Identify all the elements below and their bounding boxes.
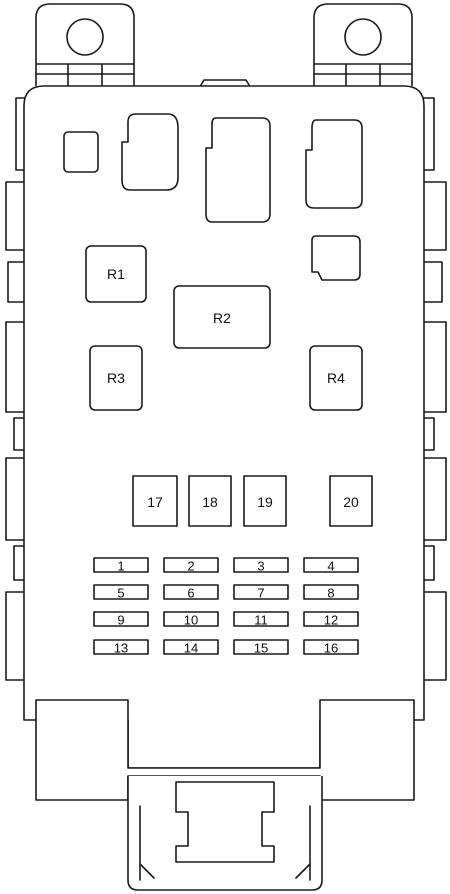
mini-fuse-7: 7 <box>233 584 289 601</box>
relay-r2: R2 <box>173 285 271 349</box>
mini-fuse-6: 6 <box>163 584 219 601</box>
large-fuse-20: 20 <box>329 475 373 527</box>
relay-r1-label: R1 <box>107 266 125 282</box>
mini-fuse-15-label: 15 <box>254 641 268 656</box>
large-fuse-18: 18 <box>188 475 232 527</box>
mini-fuse-2-label: 2 <box>187 559 194 574</box>
large-fuse-17: 17 <box>132 475 178 527</box>
mini-fuse-1-label: 1 <box>117 559 124 574</box>
large-fuse-20-label: 20 <box>343 494 359 510</box>
mini-fuse-10-label: 10 <box>184 613 198 628</box>
mini-fuse-1: 1 <box>93 557 149 574</box>
mini-fuse-12: 12 <box>303 611 359 628</box>
mini-fuse-7-label: 7 <box>257 586 264 601</box>
relay-r1: R1 <box>85 245 147 303</box>
relay-r2-label: R2 <box>213 310 231 326</box>
mini-fuse-5-label: 5 <box>117 586 124 601</box>
mini-fuse-11: 11 <box>233 611 289 628</box>
large-fuse-19-label: 19 <box>257 494 273 510</box>
mini-fuse-8: 8 <box>303 584 359 601</box>
mini-fuse-14: 14 <box>163 639 219 656</box>
left-mounting-ear <box>35 3 135 87</box>
mini-fuse-16: 16 <box>303 639 359 656</box>
mini-fuse-10: 10 <box>163 611 219 628</box>
mini-fuse-9: 9 <box>93 611 149 628</box>
relay-r3-label: R3 <box>107 370 125 386</box>
mini-fuse-12-label: 12 <box>324 613 338 628</box>
relay-r4: R4 <box>309 345 363 411</box>
large-fuse-18-label: 18 <box>202 494 218 510</box>
fuse-box-body <box>23 85 425 769</box>
mini-fuse-grid: 1 2 3 4 5 6 7 8 9 10 11 12 13 14 15 16 <box>93 557 359 656</box>
mini-fuse-13-label: 13 <box>114 641 128 656</box>
bottom-connector <box>35 699 415 891</box>
right-mounting-ear <box>313 3 413 87</box>
unlabeled-sockets <box>63 113 363 281</box>
mini-fuse-8-label: 8 <box>327 586 334 601</box>
relay-r4-label: R4 <box>327 370 345 386</box>
right-side-tabs <box>423 97 447 681</box>
mini-fuse-3-label: 3 <box>257 559 264 574</box>
mini-fuse-3: 3 <box>233 557 289 574</box>
mini-fuse-16-label: 16 <box>324 641 338 656</box>
mini-fuse-14-label: 14 <box>184 641 198 656</box>
mini-fuse-13: 13 <box>93 639 149 656</box>
relay-r3: R3 <box>89 345 143 411</box>
mini-fuse-5: 5 <box>93 584 149 601</box>
left-side-tabs <box>5 97 25 681</box>
mini-fuse-4: 4 <box>303 557 359 574</box>
large-fuse-17-label: 17 <box>147 494 163 510</box>
large-fuse-19: 19 <box>243 475 287 527</box>
mini-fuse-9-label: 9 <box>117 613 124 628</box>
mini-fuse-2: 2 <box>163 557 219 574</box>
mini-fuse-11-label: 11 <box>254 613 268 628</box>
mini-fuse-15: 15 <box>233 639 289 656</box>
mini-fuse-6-label: 6 <box>187 586 194 601</box>
mini-fuse-4-label: 4 <box>327 559 334 574</box>
